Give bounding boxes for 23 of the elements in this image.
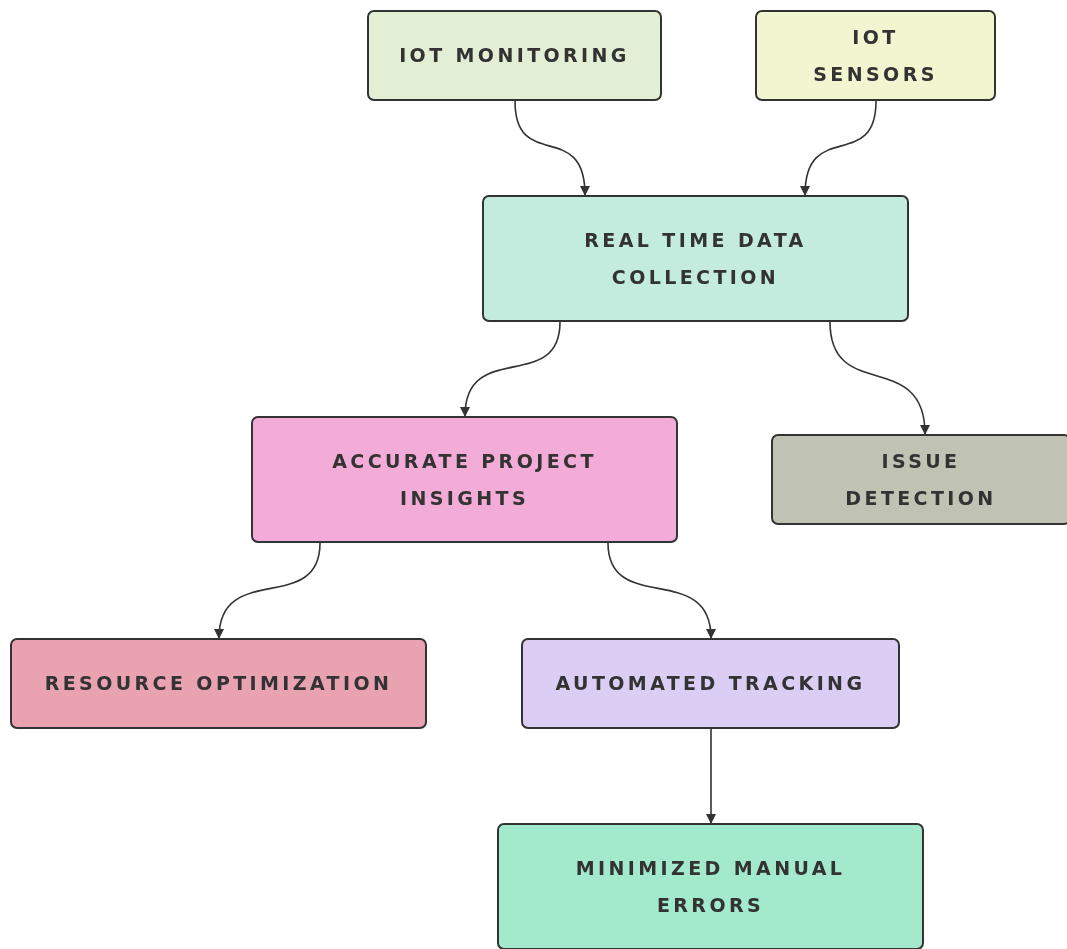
node-label: IOT MONITORING [399, 43, 630, 68]
process-box [482, 195, 909, 322]
node-label: ACCURATE PROJECT INSIGHTS [331, 448, 598, 511]
process-box [755, 10, 996, 101]
node-label: RESOURCE OPTIMIZATION [44, 671, 393, 696]
arrow [514, 100, 590, 196]
process-box [521, 638, 900, 729]
arrow [461, 321, 561, 417]
arrow [829, 321, 930, 435]
process-box [497, 823, 924, 949]
process-box [367, 10, 662, 101]
node-label: MINIMIZED MANUAL ERRORS [574, 855, 847, 918]
process-box [10, 638, 427, 729]
process-box [771, 434, 1067, 525]
node-label: REAL TIME DATA COLLECTION [583, 227, 808, 290]
arrow [215, 542, 321, 639]
arrow [706, 728, 716, 824]
arrow [800, 100, 877, 196]
process-box [251, 416, 678, 543]
node-label: AUTOMATED TRACKING [555, 671, 866, 696]
node-label: ISSUE DETECTION [844, 448, 998, 511]
node-label: IOT SENSORS [812, 24, 939, 87]
arrow [607, 542, 715, 639]
